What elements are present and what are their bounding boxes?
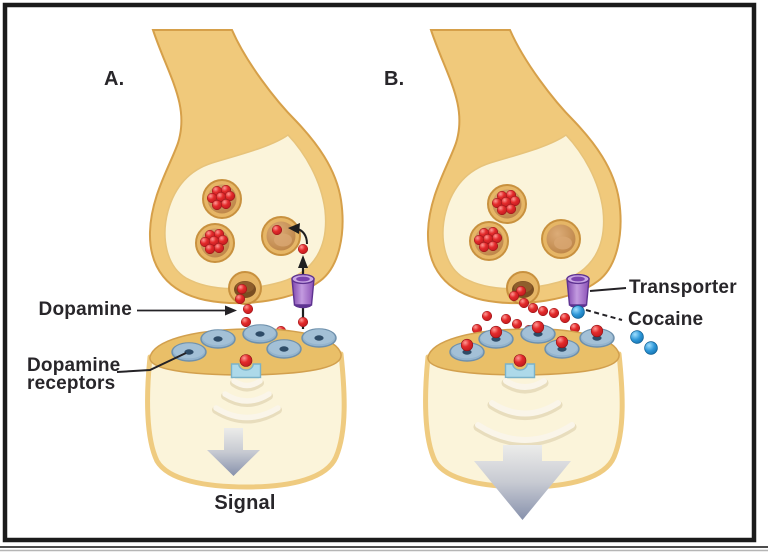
- signal-label: Signal: [214, 492, 276, 514]
- reuptake-arrowhead: [298, 255, 308, 268]
- dopamine-receptors-label: Dopamine receptors: [27, 355, 121, 394]
- transporter-label: Transporter: [629, 277, 737, 298]
- cocaine-label: Cocaine: [628, 309, 704, 330]
- presynaptic-neuron: [148, 29, 344, 305]
- figure-frame: [2, 2, 757, 543]
- transporter-icon: [566, 273, 590, 309]
- panel-b-letter: B.: [384, 68, 405, 90]
- signal-waves: [473, 378, 577, 447]
- dopamine-label: Dopamine: [38, 299, 132, 320]
- dopamine-leader-arrowhead: [225, 305, 237, 316]
- free-cocaine-molecules: [630, 330, 658, 355]
- signal-waves: [212, 378, 282, 424]
- transporter-leader-line: [589, 287, 627, 292]
- signal-arrow: [474, 445, 571, 520]
- panel-b: [426, 29, 658, 520]
- dopamine-molecule: [297, 243, 309, 255]
- dopamine-molecule: [271, 224, 283, 236]
- cocaine-leader-line: [585, 309, 623, 321]
- recycle-arrowhead: [288, 223, 300, 234]
- cocaine-molecule-blocking: [571, 305, 585, 319]
- panel-a: [116, 29, 344, 487]
- receptors-leader-line: [116, 352, 187, 373]
- transporter-icon: [291, 273, 315, 309]
- presynaptic-neuron: [426, 29, 622, 305]
- panel-a-letter: A.: [104, 68, 125, 90]
- signal-arrow: [207, 428, 260, 476]
